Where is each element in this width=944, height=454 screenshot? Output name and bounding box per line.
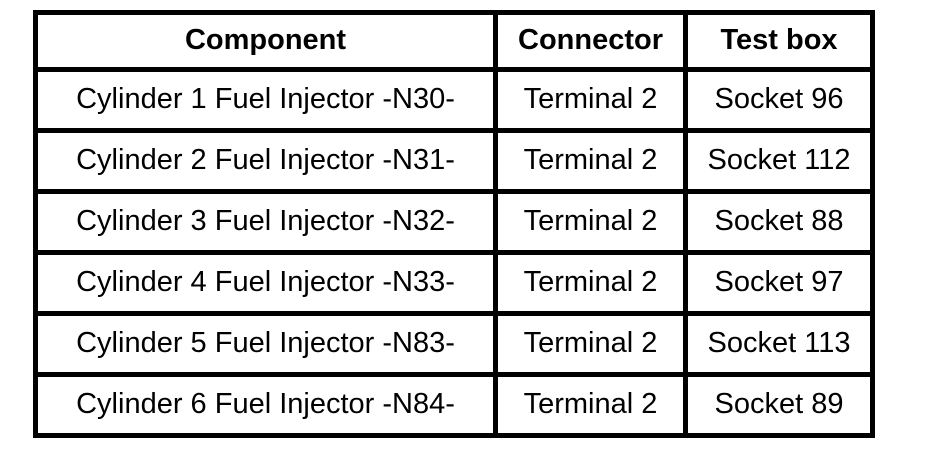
header-connector: Connector: [493, 10, 688, 72]
testbox-cell: Socket 112: [683, 128, 875, 194]
component-cell: Cylinder 5 Fuel Injector -N83-: [33, 311, 498, 377]
header-component: Component: [33, 10, 498, 72]
testbox-cell: Socket 89: [683, 372, 875, 438]
table-header-row: Component Connector Test box: [33, 10, 875, 72]
component-cell: Cylinder 4 Fuel Injector -N33-: [33, 250, 498, 316]
testbox-cell: Socket 96: [683, 67, 875, 133]
connector-cell: Terminal 2: [493, 250, 688, 316]
connector-cell: Terminal 2: [493, 128, 688, 194]
table-row: Cylinder 4 Fuel Injector -N33- Terminal …: [33, 250, 875, 316]
testbox-cell: Socket 88: [683, 189, 875, 255]
table-row: Cylinder 1 Fuel Injector -N30- Terminal …: [33, 67, 875, 133]
component-cell: Cylinder 3 Fuel Injector -N32-: [33, 189, 498, 255]
component-cell: Cylinder 6 Fuel Injector -N84-: [33, 372, 498, 438]
testbox-cell: Socket 113: [683, 311, 875, 377]
component-cell: Cylinder 1 Fuel Injector -N30-: [33, 67, 498, 133]
connector-cell: Terminal 2: [493, 372, 688, 438]
table-row: Cylinder 2 Fuel Injector -N31- Terminal …: [33, 128, 875, 194]
injector-terminal-socket-table: Component Connector Test box Cylinder 1 …: [33, 10, 875, 438]
header-testbox: Test box: [683, 10, 875, 72]
component-cell: Cylinder 2 Fuel Injector -N31-: [33, 128, 498, 194]
connector-cell: Terminal 2: [493, 67, 688, 133]
connector-cell: Terminal 2: [493, 311, 688, 377]
table-row: Cylinder 3 Fuel Injector -N32- Terminal …: [33, 189, 875, 255]
testbox-cell: Socket 97: [683, 250, 875, 316]
table-row: Cylinder 6 Fuel Injector -N84- Terminal …: [33, 372, 875, 438]
connector-cell: Terminal 2: [493, 189, 688, 255]
table-row: Cylinder 5 Fuel Injector -N83- Terminal …: [33, 311, 875, 377]
